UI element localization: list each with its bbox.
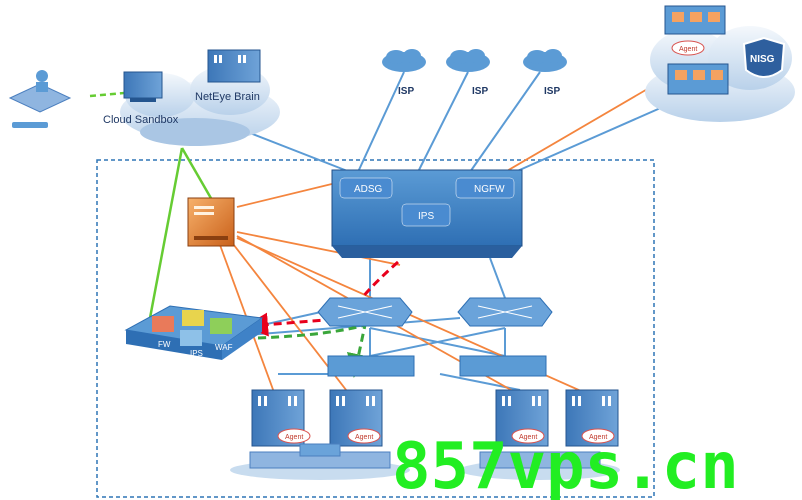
enterprise-boundary-frame xyxy=(96,159,655,498)
user-workstation-icon xyxy=(8,70,72,128)
agent-badge-1: Agent xyxy=(277,428,311,444)
agent-label-3: Agent xyxy=(519,434,537,441)
agent-label-2: Agent xyxy=(355,434,373,441)
agent-label-4: Agent xyxy=(589,434,607,441)
core-switch-right xyxy=(457,297,553,327)
isp-label-3: ISP xyxy=(544,86,560,97)
adsg-label: ADSG xyxy=(354,184,383,195)
security-gateway-device xyxy=(331,169,523,258)
vm-ips-label: IPS xyxy=(190,349,203,358)
access-switch-left xyxy=(327,355,415,377)
agent-badge-4: Agent xyxy=(581,428,615,444)
cloud-sandbox-label: Cloud Sandbox xyxy=(103,114,179,126)
datacenter-base xyxy=(230,443,620,480)
core-switch-left xyxy=(317,297,413,327)
agent-badge-cloud: Agent xyxy=(671,40,705,56)
virtual-security-platform xyxy=(124,305,264,360)
access-switch-right xyxy=(459,355,547,377)
ips-label: IPS xyxy=(418,211,434,222)
isp-cloud-2: ISP xyxy=(446,49,490,97)
isp-label-2: ISP xyxy=(472,86,488,97)
isp-label-1: ISP xyxy=(398,86,414,97)
agent-label-cloud: Agent xyxy=(679,46,697,53)
watermark-text: 857vps.cn xyxy=(392,430,739,500)
agent-badge-3: Agent xyxy=(511,428,545,444)
nisg-shield-icon: NISG xyxy=(742,36,786,78)
neteye-brain-label: NetEye Brain xyxy=(195,91,260,103)
fw-label: FW xyxy=(158,340,171,349)
sandbox-monitor-icon xyxy=(123,71,163,102)
isp-cloud-1: ISP xyxy=(382,49,426,97)
agent-label-1: Agent xyxy=(285,434,303,441)
brain-server-icon xyxy=(207,49,261,83)
management-server-icon xyxy=(187,197,235,247)
agent-badge-2: Agent xyxy=(347,428,381,444)
green-cloud-links xyxy=(89,90,214,319)
isp-links xyxy=(357,71,541,173)
nisg-label: NISG xyxy=(750,54,775,65)
ngfw-label: NGFW xyxy=(474,184,505,195)
server-stack-icon xyxy=(664,5,729,95)
waf-label: WAF xyxy=(215,343,233,352)
isp-cloud-3: ISP xyxy=(523,49,567,97)
